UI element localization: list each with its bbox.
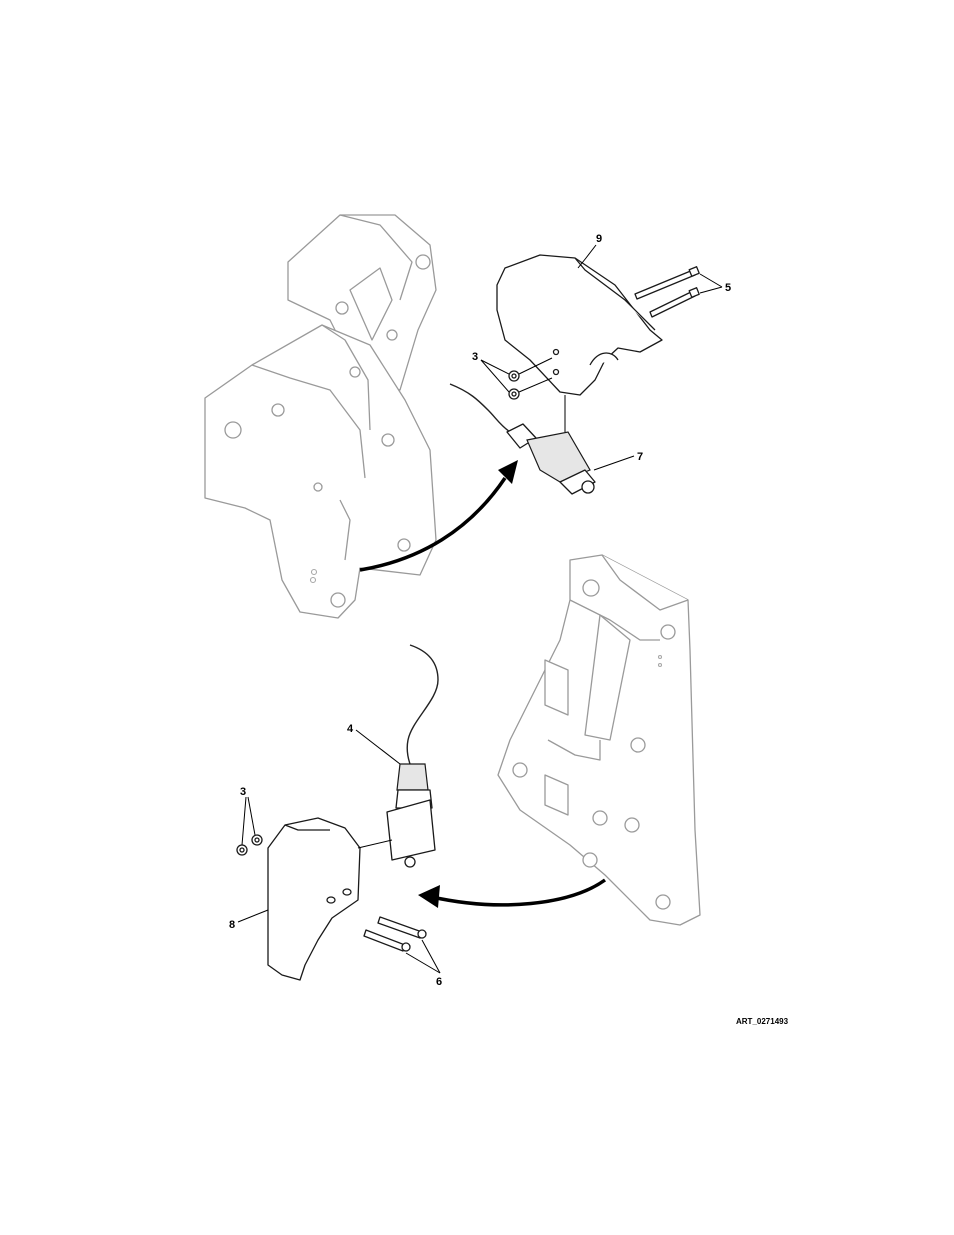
upper-switch-cover — [497, 255, 662, 395]
callout-7: 7 — [594, 451, 643, 470]
svg-text:3: 3 — [240, 786, 246, 798]
callout-4: 4 — [347, 723, 400, 764]
callout-5: 5 — [700, 274, 731, 294]
svg-text:5: 5 — [725, 282, 731, 294]
upper-limit-switch — [450, 384, 595, 494]
svg-text:3: 3 — [472, 351, 478, 363]
svg-text:9: 9 — [596, 233, 602, 245]
upper-mounting-bracket — [205, 215, 436, 618]
svg-text:6: 6 — [436, 976, 442, 988]
upper-bolts — [635, 267, 699, 317]
callout-3-top: 3 — [472, 351, 509, 392]
lower-bolts — [364, 917, 426, 951]
callout-3-bottom: 3 — [240, 786, 255, 845]
lower-nuts — [237, 835, 262, 855]
lower-limit-switch — [387, 645, 438, 867]
art-reference-label: ART_0271493 — [736, 1017, 789, 1026]
svg-text:7: 7 — [637, 451, 643, 463]
lower-assembly-arrow — [418, 880, 605, 908]
callout-9: 9 — [578, 233, 602, 268]
callout-8: 8 — [229, 910, 268, 931]
svg-text:8: 8 — [229, 919, 235, 931]
callout-6: 6 — [406, 940, 442, 988]
svg-text:4: 4 — [347, 723, 354, 735]
lower-mounting-bracket — [498, 555, 700, 925]
lower-switch-cover — [268, 818, 392, 980]
